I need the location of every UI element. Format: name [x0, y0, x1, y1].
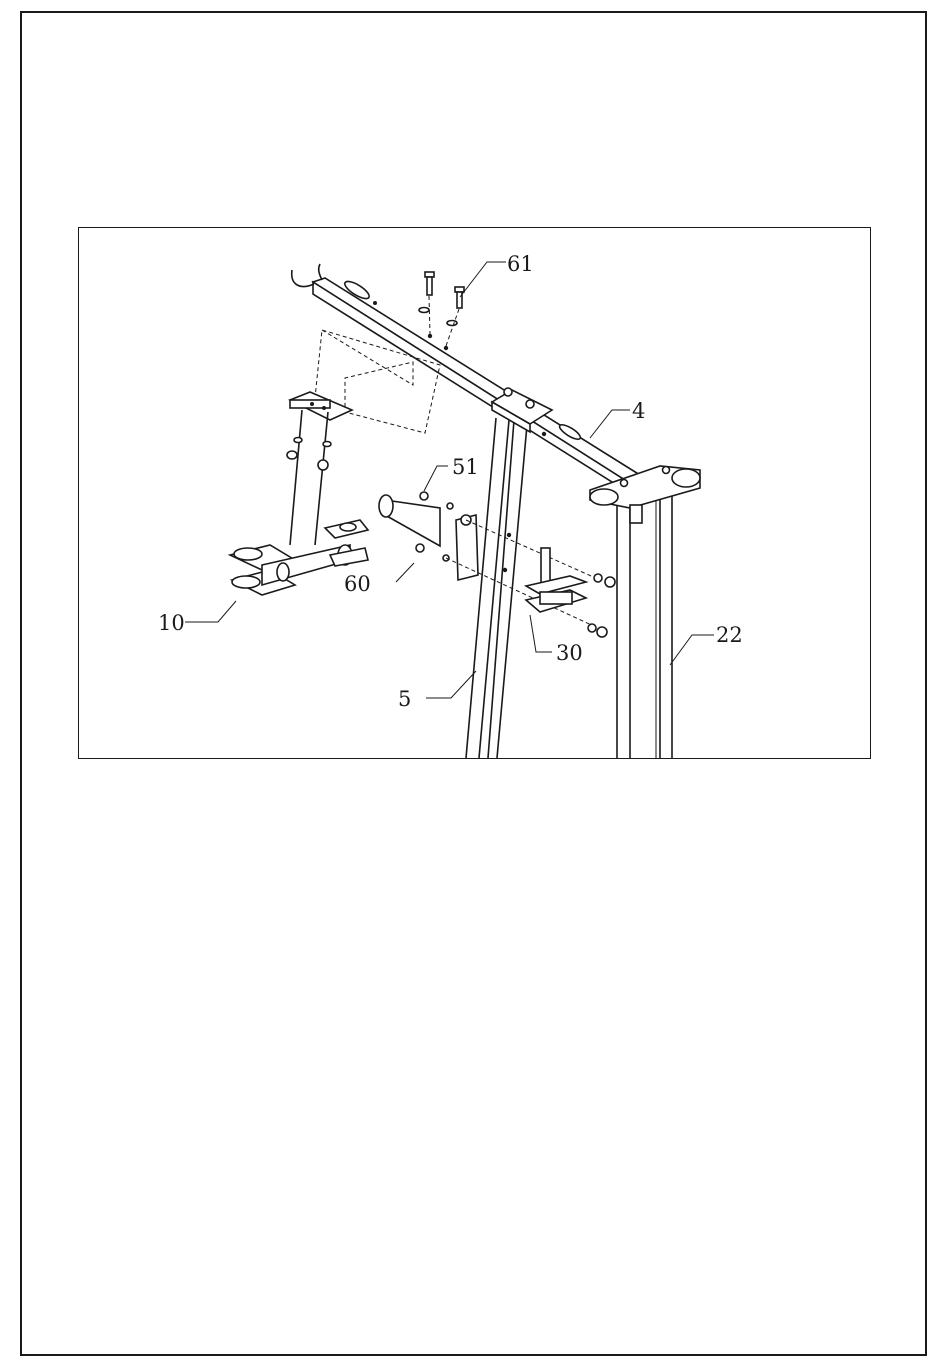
- label-4: 4: [632, 399, 645, 423]
- label-5: 5: [398, 687, 411, 711]
- label-22: 22: [716, 623, 743, 647]
- bolts-61: [419, 272, 464, 346]
- label-51: 51: [452, 455, 479, 479]
- shaft-51: [379, 492, 600, 628]
- bracket-10: [230, 392, 368, 595]
- label-60: 60: [344, 572, 371, 596]
- bracket-30: [526, 548, 615, 637]
- label-10: 10: [158, 611, 185, 635]
- label-30: 30: [556, 641, 583, 665]
- upright-post-22: [617, 495, 672, 758]
- label-61: 61: [507, 252, 534, 276]
